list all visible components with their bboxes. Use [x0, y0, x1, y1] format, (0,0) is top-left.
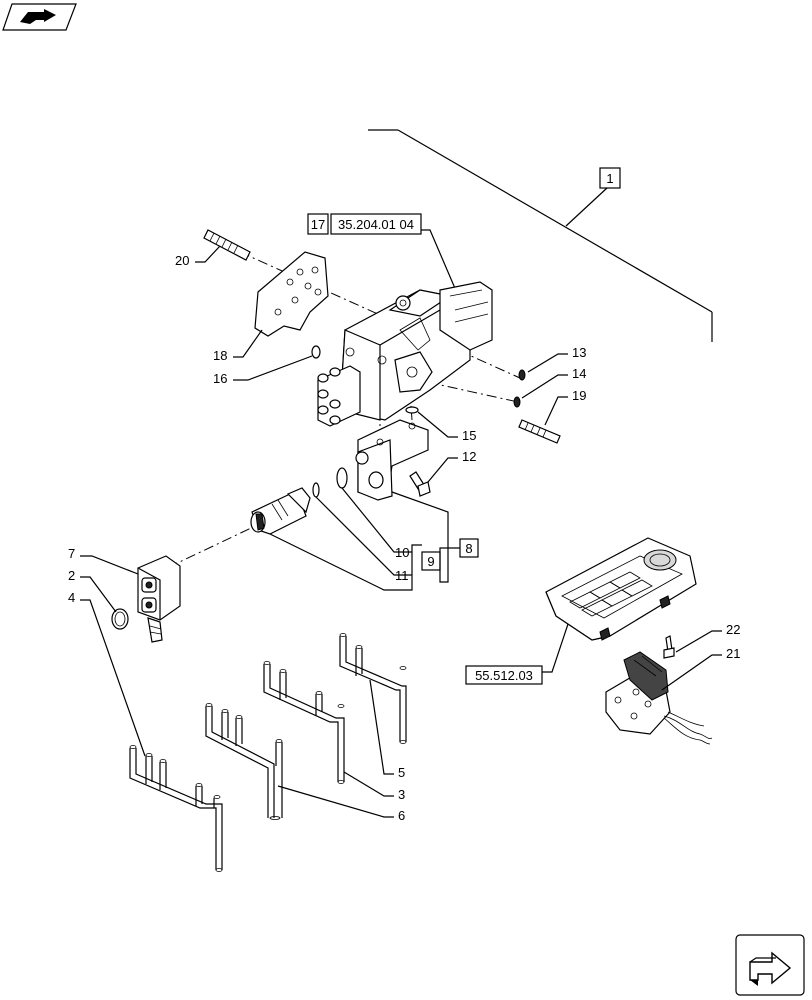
ref-box-1[interactable]: 1 — [599, 167, 621, 189]
seal-10 — [336, 467, 348, 489]
tube-harness-5 — [339, 633, 407, 744]
label-4: 4 — [68, 590, 75, 605]
o-ring-15 — [405, 406, 419, 414]
svg-text:8: 8 — [465, 541, 472, 556]
label-2: 2 — [68, 568, 75, 583]
label-12: 12 — [462, 449, 476, 464]
label-10: 10 — [395, 545, 409, 560]
stud-bolt-19 — [518, 419, 561, 444]
label-16: 16 — [213, 371, 227, 386]
assembly-bracket-1 — [368, 129, 713, 342]
svg-text:9: 9 — [427, 554, 434, 569]
seal-ring-2 — [111, 608, 129, 630]
tube-harness-3 — [263, 661, 345, 784]
label-13: 13 — [572, 345, 586, 360]
label-15: 15 — [462, 428, 476, 443]
control-console — [545, 537, 697, 641]
label-21: 21 — [726, 646, 740, 661]
label-19: 19 — [572, 388, 586, 403]
label-11: 11 — [395, 568, 409, 583]
bolt-12 — [409, 471, 431, 497]
lever-switch-21 — [605, 651, 713, 745]
svg-text:55.512.03: 55.512.03 — [475, 668, 533, 683]
svg-text:35.204.01 04: 35.204.01 04 — [338, 217, 414, 232]
ref-box-17[interactable]: 17 — [307, 213, 329, 235]
label-3: 3 — [398, 787, 405, 802]
screw-22 — [663, 635, 675, 659]
tube-harness-4 — [129, 745, 223, 872]
control-valve-body — [317, 281, 493, 427]
label-7: 7 — [68, 546, 75, 561]
adapter-block-8 — [355, 419, 429, 501]
label-14: 14 — [572, 366, 586, 381]
label-6: 6 — [398, 808, 405, 823]
label-5: 5 — [398, 765, 405, 780]
gasket-plate-18 — [254, 251, 329, 337]
svg-text:17: 17 — [311, 217, 325, 232]
next-page-arrow-icon[interactable] — [735, 934, 805, 996]
o-ring-14 — [513, 396, 521, 408]
book-arrow-icon[interactable] — [2, 3, 77, 31]
ref-box-8[interactable]: 8 — [459, 538, 479, 558]
label-20: 20 — [175, 253, 189, 268]
label-22: 22 — [726, 622, 740, 637]
cartridge-valve — [250, 487, 311, 535]
bracket-leaders — [269, 487, 460, 591]
svg-text:1: 1 — [606, 171, 613, 186]
seal-11 — [312, 482, 320, 498]
solenoid-block-7 — [137, 555, 181, 643]
label-18: 18 — [213, 348, 227, 363]
o-ring-16 — [311, 345, 321, 359]
o-ring-13 — [518, 369, 526, 381]
stud-bolt-20 — [203, 229, 251, 261]
tube-harness-6 — [205, 703, 283, 820]
ref-box-35-204-01-04[interactable]: 35.204.01 04 — [330, 213, 422, 235]
ref-box-9[interactable]: 9 — [421, 551, 441, 571]
ref-box-55-512-03[interactable]: 55.512.03 — [465, 665, 543, 685]
